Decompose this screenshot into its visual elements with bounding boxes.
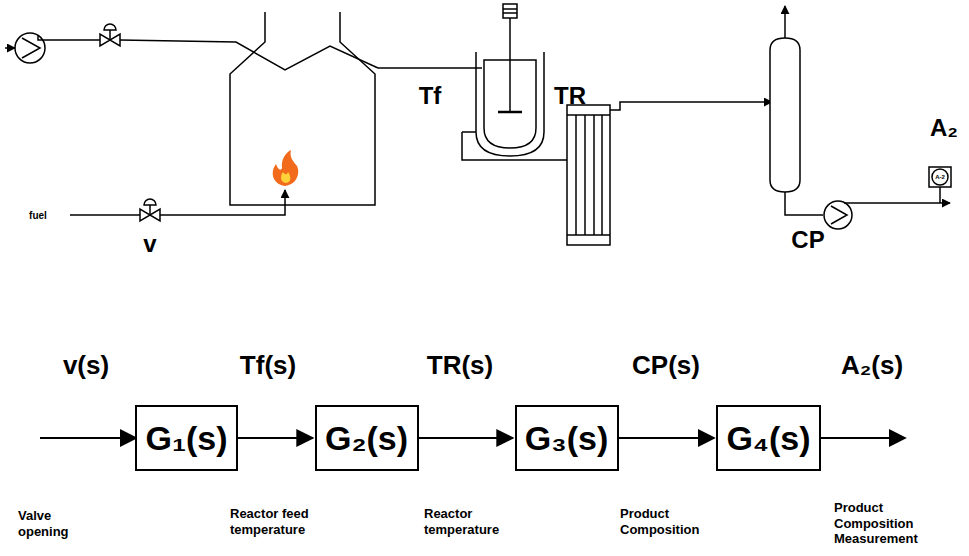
- signal-label: TR(s): [427, 350, 493, 381]
- instrument-tag: A-2: [934, 174, 946, 180]
- transfer-function-label: G₁(s): [145, 419, 227, 458]
- signal-label: A₂(s): [841, 350, 903, 381]
- transfer-function-label: G₃(s): [525, 419, 609, 458]
- transfer-function-box: G₁(s): [135, 405, 238, 471]
- signal-arrow: [619, 437, 715, 439]
- signal-description: Valve opening: [18, 508, 78, 539]
- stream-label: Tf: [419, 82, 442, 111]
- signal-label: Tf(s): [240, 350, 296, 381]
- signal-arrow: [419, 437, 513, 439]
- valve-label: v: [143, 230, 156, 259]
- transfer-function-box: G₃(s): [515, 405, 619, 471]
- transfer-function-label: G₂(s): [325, 419, 408, 458]
- signal-description: Product Composition: [620, 506, 710, 537]
- analyzer-label: A₂: [930, 114, 958, 143]
- transfer-function-label: G₄(s): [726, 419, 810, 458]
- transfer-function-box: G₄(s): [716, 405, 821, 471]
- stream-label: CP: [791, 226, 824, 255]
- signal-description: Reactor temperature: [424, 506, 508, 537]
- signal-description: Product Composition Measurement: [834, 500, 929, 547]
- transfer-function-box: G₂(s): [315, 405, 419, 471]
- stream-label: TR: [554, 82, 586, 111]
- signal-description: Reactor feed temperature: [230, 506, 326, 537]
- signal-label: CP(s): [632, 350, 700, 381]
- line-label: fuel: [29, 210, 47, 222]
- signal-arrow: [238, 437, 313, 439]
- signal-label: v(s): [63, 350, 109, 381]
